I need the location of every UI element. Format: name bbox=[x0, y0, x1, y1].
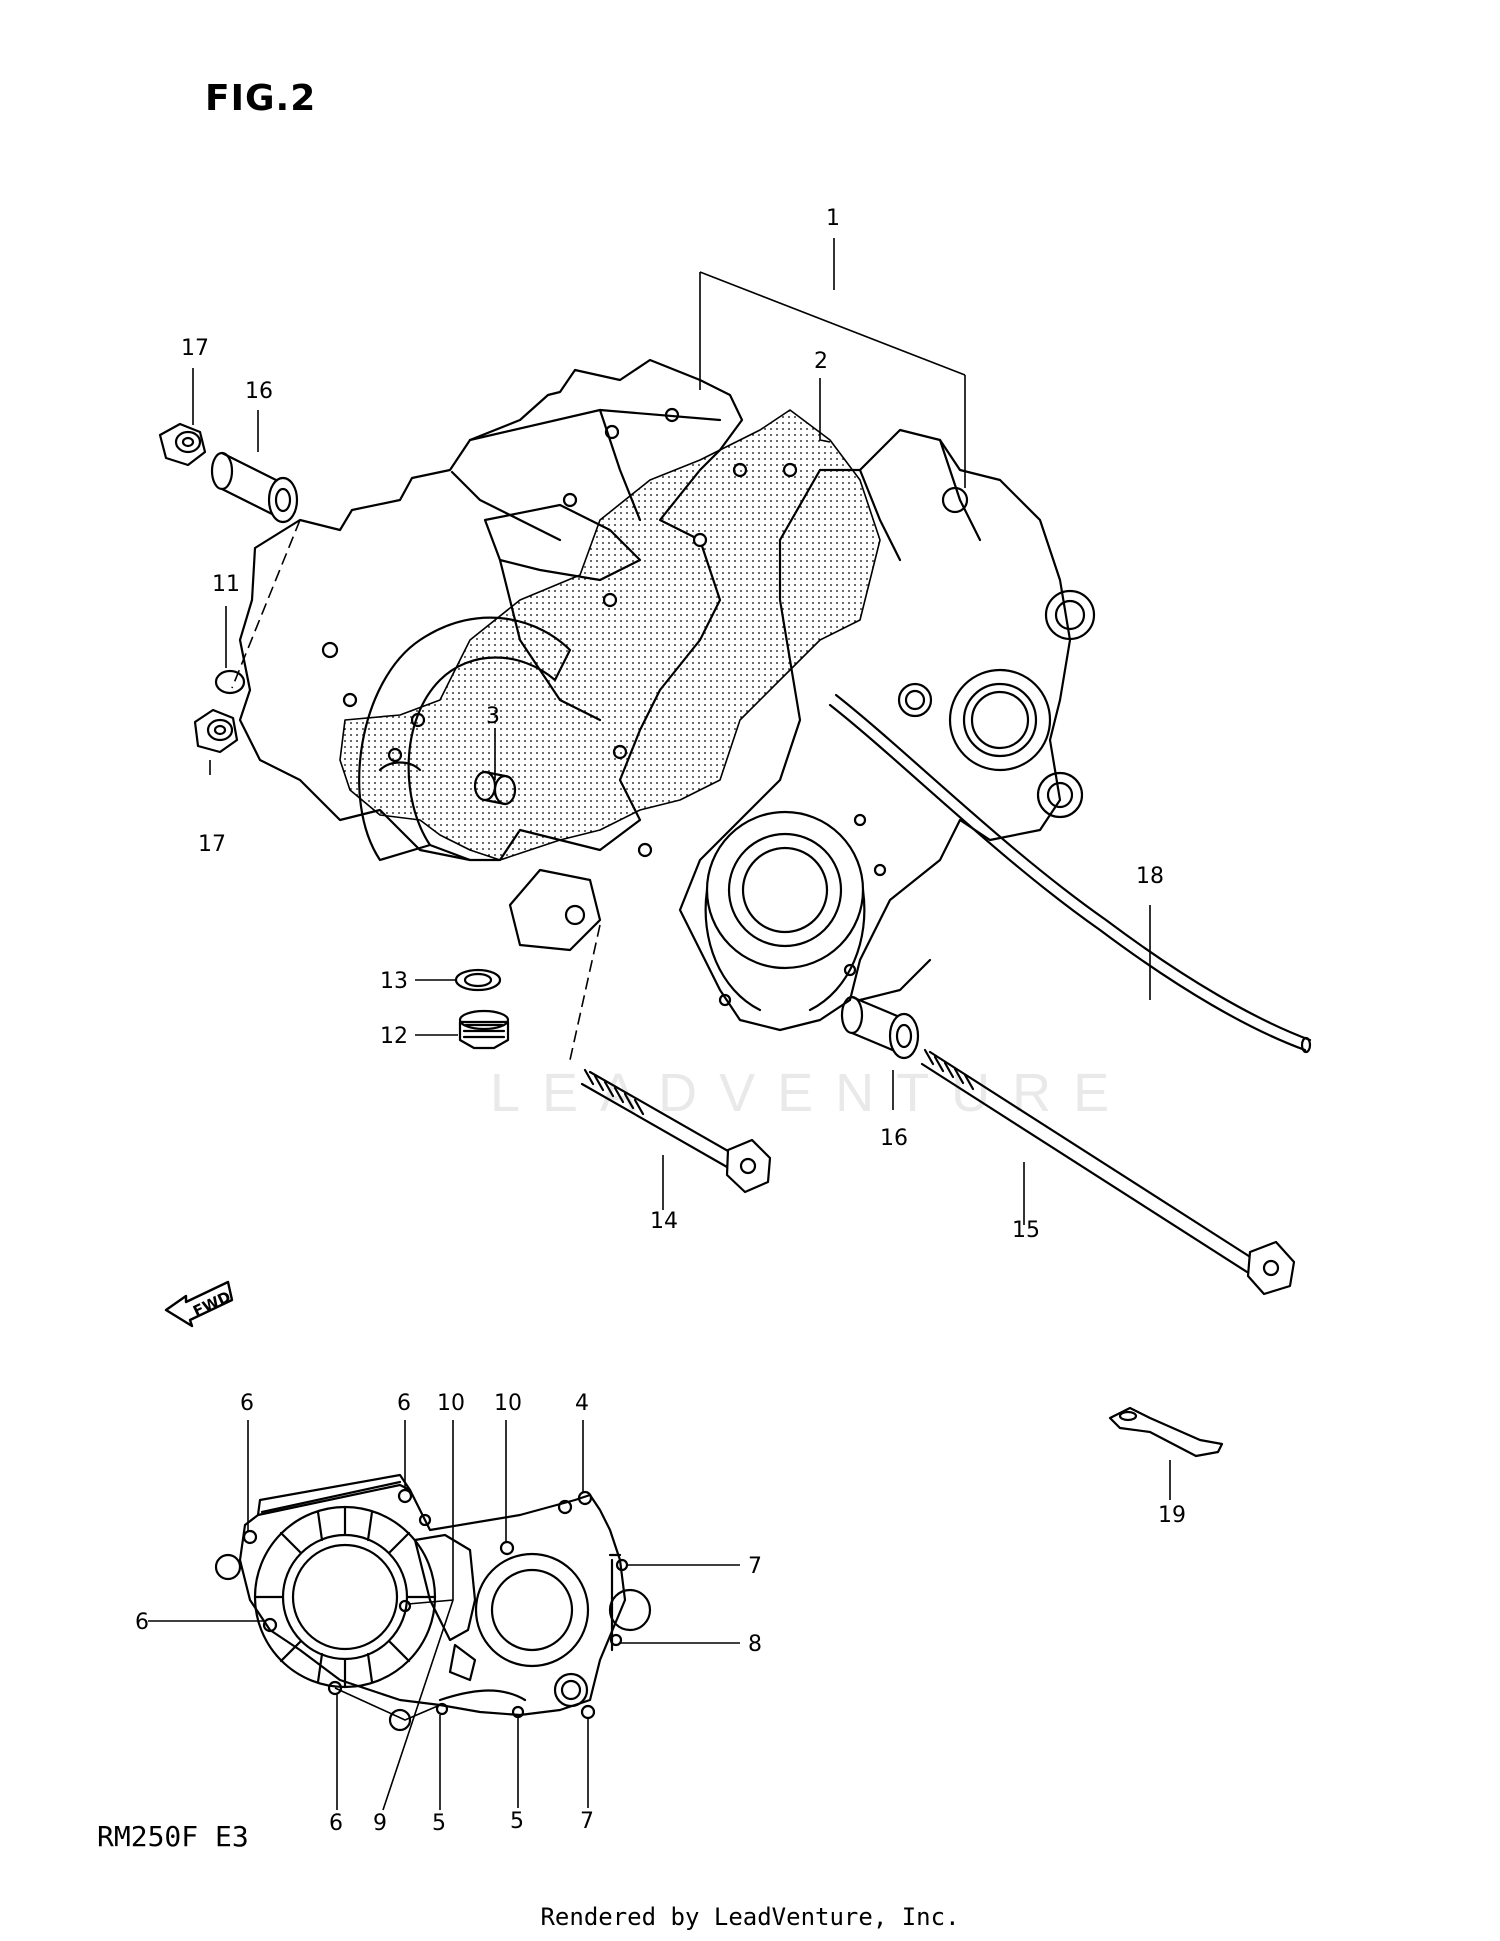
callout-5-left: 5 bbox=[432, 1811, 446, 1836]
crankcase-inner-view bbox=[214, 1473, 652, 1732]
leader-lines bbox=[148, 238, 1171, 1811]
callout-17-lower: 17 bbox=[198, 832, 226, 857]
callout-10-left: 10 bbox=[437, 1391, 465, 1416]
callout-5-right: 5 bbox=[510, 1809, 524, 1834]
callout-19: 19 bbox=[1158, 1503, 1186, 1528]
callout-9: 9 bbox=[373, 1811, 387, 1836]
bolt-15 bbox=[920, 1048, 1296, 1296]
callout-16-lower: 16 bbox=[880, 1126, 908, 1151]
callout-18: 18 bbox=[1136, 864, 1164, 889]
nut-17-lower bbox=[193, 708, 239, 754]
washer-13 bbox=[454, 968, 502, 992]
callout-8: 8 bbox=[748, 1632, 762, 1657]
callout-11: 11 bbox=[212, 572, 240, 597]
callout-7-right: 7 bbox=[748, 1554, 762, 1579]
callout-14: 14 bbox=[650, 1209, 678, 1234]
breather-hose-18 bbox=[828, 693, 1312, 1054]
callout-13: 13 bbox=[380, 969, 408, 994]
callout-6-top-left: 6 bbox=[240, 1391, 254, 1416]
nut-17-upper bbox=[158, 422, 207, 467]
callout-16-upper: 16 bbox=[245, 379, 273, 404]
callout-6-bottom: 6 bbox=[329, 1811, 343, 1836]
collar-16-lower bbox=[840, 995, 920, 1060]
callout-3: 3 bbox=[486, 704, 500, 729]
model-code: RM250F E3 bbox=[97, 1820, 249, 1853]
callout-15: 15 bbox=[1012, 1218, 1040, 1243]
collar-16-upper bbox=[210, 451, 299, 524]
callout-2: 2 bbox=[814, 349, 828, 374]
callout-17-upper: 17 bbox=[181, 336, 209, 361]
callout-7-bottom: 7 bbox=[580, 1809, 594, 1834]
callout-6-top-mid: 6 bbox=[397, 1391, 411, 1416]
callout-1: 1 bbox=[826, 206, 840, 231]
bolt-14 bbox=[580, 1068, 772, 1194]
callout-10-right: 10 bbox=[494, 1391, 522, 1416]
clip-19 bbox=[1108, 1406, 1224, 1458]
callout-4: 4 bbox=[575, 1391, 589, 1416]
crankcase-assembly bbox=[238, 358, 1096, 1032]
drain-plug-12 bbox=[458, 1009, 510, 1050]
figure-title: FIG.2 bbox=[205, 78, 317, 119]
footer-credit: Rendered by LeadVenture, Inc. bbox=[540, 1903, 960, 1931]
callout-6-left: 6 bbox=[135, 1610, 149, 1635]
callout-12: 12 bbox=[380, 1024, 408, 1049]
fwd-direction-arrow bbox=[164, 1280, 234, 1328]
dowel-pin-3 bbox=[473, 770, 517, 806]
washer-11 bbox=[214, 669, 246, 695]
